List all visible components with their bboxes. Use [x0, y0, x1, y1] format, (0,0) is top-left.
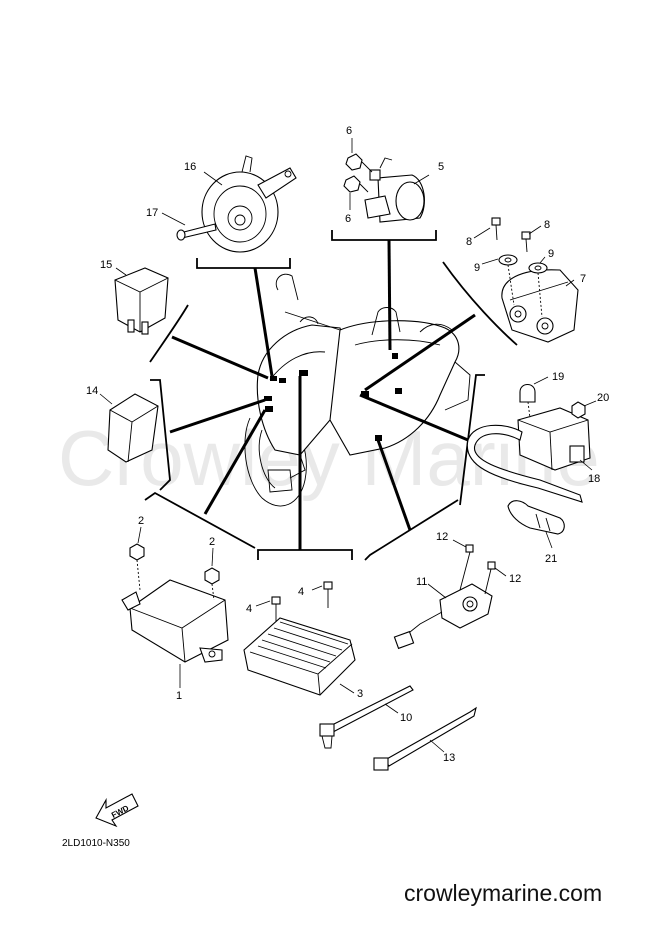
callout-2a: 2 [138, 515, 144, 527]
callout-8a: 8 [466, 236, 472, 248]
callout-20: 20 [597, 392, 609, 404]
callout-4b: 4 [298, 586, 304, 598]
callout-brackets [144, 230, 518, 561]
sensor-part-11 [393, 544, 496, 650]
callout-21: 21 [545, 553, 557, 565]
callout-10: 10 [400, 712, 412, 724]
callout-18: 18 [588, 473, 600, 485]
callout-11: 11 [416, 576, 427, 588]
callout-6a: 6 [346, 125, 352, 137]
callout-3: 3 [357, 688, 363, 700]
horn-part-16 [176, 155, 297, 253]
unit-part-14 [107, 393, 159, 463]
callout-16: 16 [184, 161, 196, 173]
lean-angle-sensor-part-7 [491, 217, 579, 343]
ecu-part-1 [121, 543, 229, 663]
callout-5: 5 [438, 161, 444, 173]
ignition-coil-part-18 [466, 383, 591, 535]
callout-9b: 9 [548, 248, 554, 260]
website-label: crowleymarine.com [404, 880, 602, 906]
callout-12a: 12 [436, 531, 448, 543]
callout-7: 7 [580, 273, 586, 285]
drawing-code: 2LD1010-N350 [62, 838, 130, 849]
callout-15: 15 [100, 259, 112, 271]
callout-17: 17 [146, 207, 158, 219]
cable-band-part-10 [319, 685, 414, 749]
callout-19: 19 [552, 371, 564, 383]
callout-8b: 8 [544, 219, 550, 231]
callout-14: 14 [86, 385, 98, 397]
callout-4a: 4 [246, 603, 252, 615]
relay-part-15 [114, 267, 169, 335]
callout-1: 1 [176, 690, 182, 702]
fwd-arrow-icon: FWD [95, 793, 139, 828]
callout-6b: 6 [345, 213, 351, 225]
rectifier-regulator-part-3 [243, 581, 356, 696]
callout-9a: 9 [474, 262, 480, 274]
cable-tie-part-13 [373, 706, 477, 771]
starter-relay-part-5 [343, 153, 425, 223]
callout-2b: 2 [209, 536, 215, 548]
callout-12b: 12 [509, 573, 521, 585]
scooter-body [244, 273, 471, 507]
callout-13: 13 [443, 752, 455, 764]
